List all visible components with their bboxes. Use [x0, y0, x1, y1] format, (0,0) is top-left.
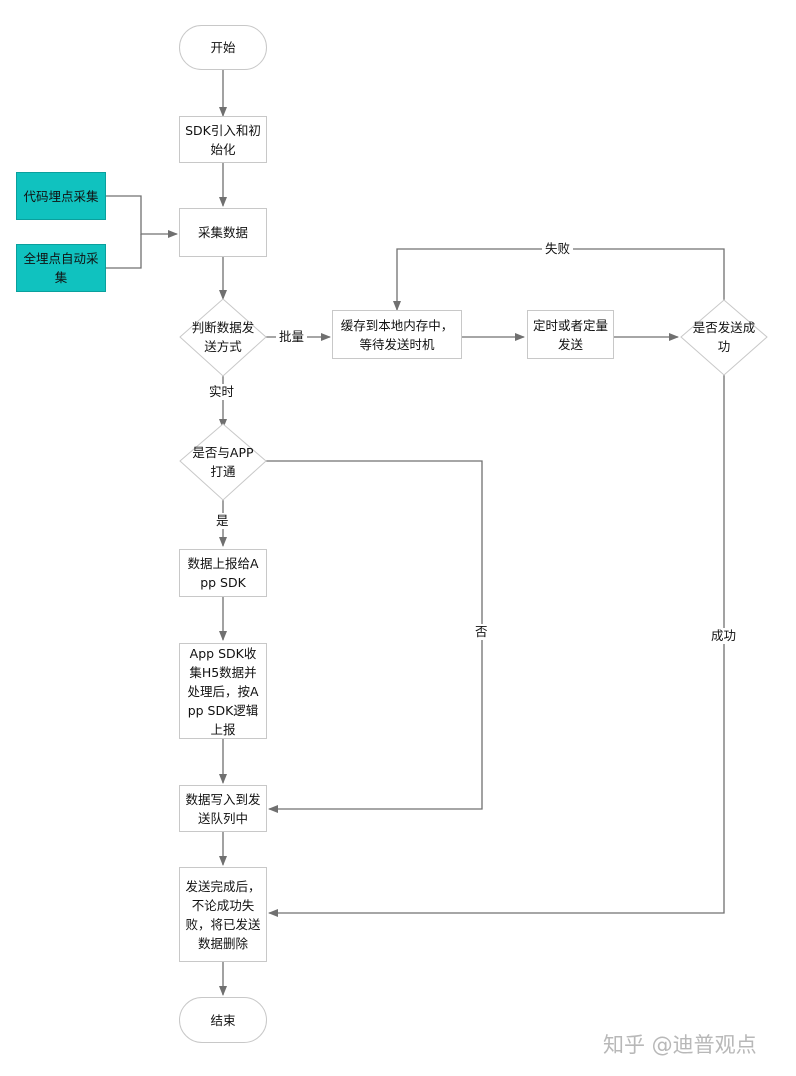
app-connected-diamond [179, 423, 267, 501]
timed-send-box: 定时或者定量发送 [527, 310, 614, 359]
auto-collect-box: 全埋点自动采集 [16, 244, 106, 292]
edge-fail-loop [393, 248, 725, 311]
send-success-label: 是否发送成功 [692, 320, 756, 354]
send-success-text: 是否发送成功 [692, 313, 756, 361]
cache-box: 缓存到本地内存中，等待发送时机 [332, 310, 462, 359]
start-terminal: 开始 [179, 25, 267, 70]
auto-collect-label: 全埋点自动采集 [23, 251, 99, 285]
edge-label-yes: 是 [213, 513, 232, 529]
report-to-app-label: 数据上报给App SDK [187, 556, 259, 590]
after-send-label: 发送完成后，不论成功失败，将已发送数据删除 [185, 878, 261, 951]
edge-label-success: 成功 [708, 628, 740, 644]
collect-data-box: 采集数据 [179, 208, 267, 257]
report-to-app-box: 数据上报给App SDK [179, 549, 267, 597]
judge-mode-text: 判断数据发送方式 [190, 312, 256, 362]
app-process-box: App SDK收集H5数据并处理后，按App SDK逻辑上报 [179, 643, 267, 739]
write-queue-box: 数据写入到发送队列中 [179, 785, 267, 832]
judge-mode-diamond [179, 298, 267, 377]
edge-label-batch: 批量 [276, 329, 308, 345]
app-process-label: App SDK收集H5数据并处理后，按App SDK逻辑上报 [187, 645, 259, 737]
code-collect-label: 代码埋点采集 [23, 188, 99, 204]
end-terminal: 结束 [179, 997, 267, 1043]
sdk-init-label: SDK引入和初始化 [185, 122, 261, 157]
edge-success-after [268, 375, 725, 917]
app-connected-text: 是否与APP打通 [190, 437, 256, 487]
write-queue-label: 数据写入到发送队列中 [185, 791, 261, 826]
start-label: 开始 [210, 40, 236, 55]
app-connected-label: 是否与APP打通 [192, 445, 254, 479]
edge-app-no [266, 460, 483, 813]
cache-label: 缓存到本地内存中，等待发送时机 [340, 317, 454, 352]
send-success-diamond [680, 299, 768, 376]
after-send-box: 发送完成后，不论成功失败，将已发送数据删除 [179, 867, 267, 962]
sdk-init-box: SDK引入和初始化 [179, 116, 267, 163]
edge-label-fail: 失败 [542, 241, 574, 257]
watermark: 知乎 @迪普观点 [603, 1033, 757, 1057]
edge-auto-collect [106, 234, 142, 269]
collect-data-label: 采集数据 [197, 225, 248, 240]
judge-mode-label: 判断数据发送方式 [191, 320, 255, 354]
end-label: 结束 [210, 1012, 236, 1028]
timed-send-label: 定时或者定量发送 [532, 317, 608, 352]
edge-label-no: 否 [472, 624, 491, 640]
code-collect-box: 代码埋点采集 [16, 172, 106, 220]
edge-label-realtime: 实时 [206, 384, 238, 400]
edge-code-collect [106, 195, 178, 238]
